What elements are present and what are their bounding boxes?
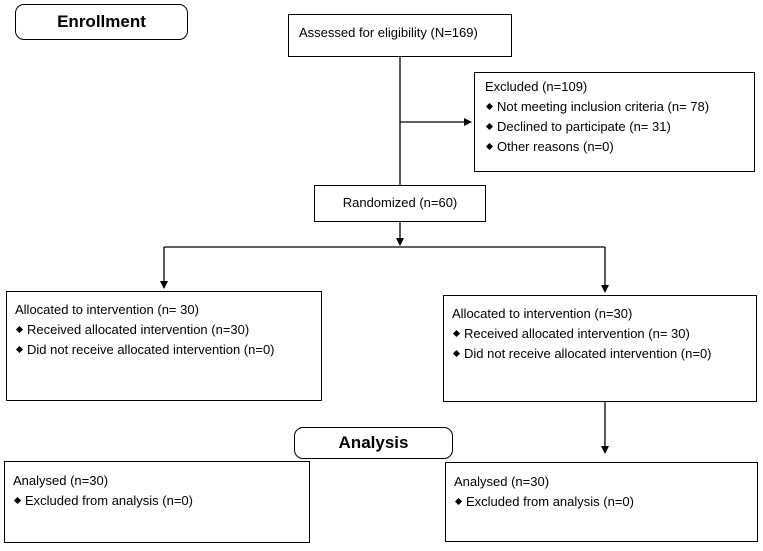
stage-label-enrollment: Enrollment: [15, 4, 188, 40]
list-item: Excluded from analysis (n=0): [454, 492, 749, 512]
analysed-left-list: Excluded from analysis (n=0): [13, 491, 301, 511]
list-item: Excluded from analysis (n=0): [13, 491, 301, 511]
analysed-right-box: Analysed (n=30) Excluded from analysis (…: [445, 462, 758, 542]
allocation-left-title: Allocated to intervention (n= 30): [15, 302, 199, 317]
randomized-title: Randomized (n=60): [342, 195, 458, 210]
analysed-right-title: Analysed (n=30): [454, 474, 550, 489]
list-item: Did not receive allocated intervention (…: [452, 344, 748, 364]
excluded-title: Excluded (n=109): [485, 79, 588, 94]
list-item: Did not receive allocated intervention (…: [15, 340, 313, 360]
list-item: Received allocated intervention (n=30): [15, 320, 313, 340]
allocation-right-list: Received allocated intervention (n= 30) …: [452, 324, 748, 364]
allocation-right-box: Allocated to intervention (n=30) Receive…: [443, 295, 757, 402]
excluded-reasons-list: Not meeting inclusion criteria (n= 78) D…: [485, 97, 744, 157]
allocation-left-list: Received allocated intervention (n=30) D…: [15, 320, 313, 360]
stage-enrollment-text: Enrollment: [57, 12, 146, 31]
randomized-box: Randomized (n=60): [314, 185, 486, 222]
list-item: Not meeting inclusion criteria (n= 78): [485, 97, 744, 117]
assessed-title: Assessed for eligibility (N=169): [299, 25, 478, 40]
stage-analysis-text: Analysis: [338, 433, 409, 452]
list-item: Declined to participate (n= 31): [485, 117, 744, 137]
list-item: Other reasons (n=0): [485, 137, 744, 157]
list-item: Received allocated intervention (n= 30): [452, 324, 748, 344]
analysed-left-box: Analysed (n=30) Excluded from analysis (…: [4, 461, 310, 543]
allocation-left-box: Allocated to intervention (n= 30) Receiv…: [6, 291, 322, 401]
excluded-box: Excluded (n=109) Not meeting inclusion c…: [474, 72, 755, 172]
assessed-for-eligibility-box: Assessed for eligibility (N=169): [288, 14, 512, 57]
allocation-right-title: Allocated to intervention (n=30): [452, 306, 633, 321]
stage-label-analysis: Analysis: [294, 427, 453, 459]
analysed-left-title: Analysed (n=30): [13, 473, 109, 488]
analysed-right-list: Excluded from analysis (n=0): [454, 492, 749, 512]
